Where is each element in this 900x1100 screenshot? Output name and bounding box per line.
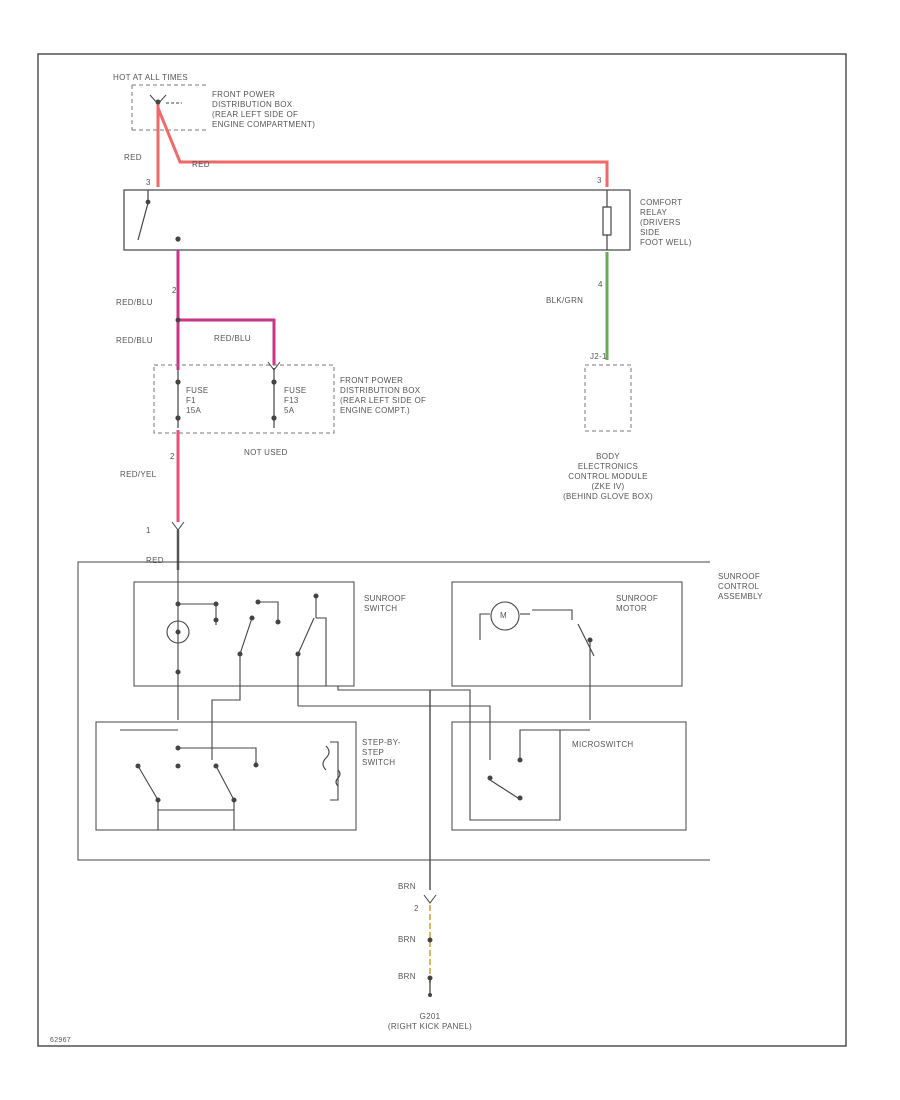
sunroof-switch-box <box>133 581 355 687</box>
figure-id: 62967 <box>50 1037 71 1044</box>
fuse-f13-label: FUSE F13 5A <box>284 386 307 415</box>
brn-top-label: BRN <box>398 882 416 891</box>
red-yel-connector <box>171 521 185 531</box>
step-switch-box <box>95 721 357 831</box>
fuse-f1-label: FUSE F1 15A <box>186 386 209 415</box>
bcm-outline <box>584 364 632 432</box>
red-blu-label-2: RED/BLU <box>116 336 153 345</box>
microswitch-internals <box>469 720 590 821</box>
sunroof-switch-label: SUNROOF SWITCH <box>364 594 407 613</box>
fuse-box-outline <box>153 364 335 434</box>
ground-label: G201 (RIGHT KICK PANEL) <box>387 1012 473 1031</box>
pin-2-bottom: 2 <box>414 904 419 913</box>
sunroof-assembly-label: SUNROOF CONTROL ASSEMBLY <box>718 572 763 601</box>
step-switch-label: STEP-BY- STEP SWITCH <box>362 738 401 767</box>
red-top-label: RED <box>192 160 210 169</box>
power-box-top-outline <box>131 84 208 131</box>
ground-node <box>428 993 432 997</box>
fuse-f13 <box>271 368 277 428</box>
pin-3-relay-left: 3 <box>146 178 151 187</box>
pin-1-assy: 1 <box>146 526 151 535</box>
fuse-f1 <box>175 370 181 428</box>
relay-coil <box>602 190 612 250</box>
diagram-frame <box>37 53 847 1047</box>
red-blu-label-3: RED/BLU <box>214 334 251 343</box>
pin-3-relay-right: 3 <box>597 176 602 185</box>
hot-at-all-times-label: HOT AT ALL TIMES <box>113 73 189 82</box>
pin-2-fuse: 2 <box>170 452 175 461</box>
red-blu-label-1: RED/BLU <box>116 298 153 307</box>
front-power-box-mid-label: FRONT POWER DISTRIBUTION BOX (REAR LEFT … <box>340 376 427 415</box>
step-switch-internals <box>120 729 341 831</box>
sunroof-motor-box <box>451 581 683 687</box>
pin-2-relay: 2 <box>172 286 177 295</box>
sunroof-assembly-outline <box>77 561 710 861</box>
red-yel-label: RED/YEL <box>120 470 157 479</box>
sunroof-motor-label: SUNROOF MOTOR <box>616 594 659 613</box>
brn-mid-label: BRN <box>398 935 416 944</box>
pin-4-relay: 4 <box>598 280 603 289</box>
fuse-f13-connector-arrow <box>267 361 281 371</box>
brn-connector <box>423 894 437 904</box>
front-power-box-top-label: FRONT POWER DISTRIBUTION BOX (REAR LEFT … <box>212 90 316 129</box>
comfort-relay-label: COMFORT RELAY (DRIVERS SIDE FOOT WELL) <box>640 198 692 247</box>
not-used-label: NOT USED <box>244 448 288 457</box>
red-assy-label: RED <box>146 556 164 565</box>
red-blu-wire <box>176 250 276 370</box>
splice-node <box>175 317 181 323</box>
power-feed-arrow <box>149 94 167 105</box>
sunroof-motor-internals <box>479 601 595 720</box>
relay-left-contact <box>137 190 181 242</box>
brn-bottom-label: BRN <box>398 972 416 981</box>
red-left-label: RED <box>124 153 142 162</box>
motor-m-label: M <box>500 611 507 620</box>
microswitch-box <box>451 721 687 831</box>
bcm-pin-label: J2-1 <box>590 352 607 361</box>
microswitch-label: MICROSWITCH <box>572 740 634 749</box>
red-wire-power <box>156 103 609 187</box>
blk-grn-label: BLK/GRN <box>546 296 584 305</box>
comfort-relay-box <box>123 189 631 251</box>
brn-splice-1 <box>427 937 433 943</box>
sunroof-switch-internals <box>166 570 491 760</box>
bcm-label: BODY ELECTRONICS CONTROL MODULE (ZKE IV)… <box>563 452 653 501</box>
